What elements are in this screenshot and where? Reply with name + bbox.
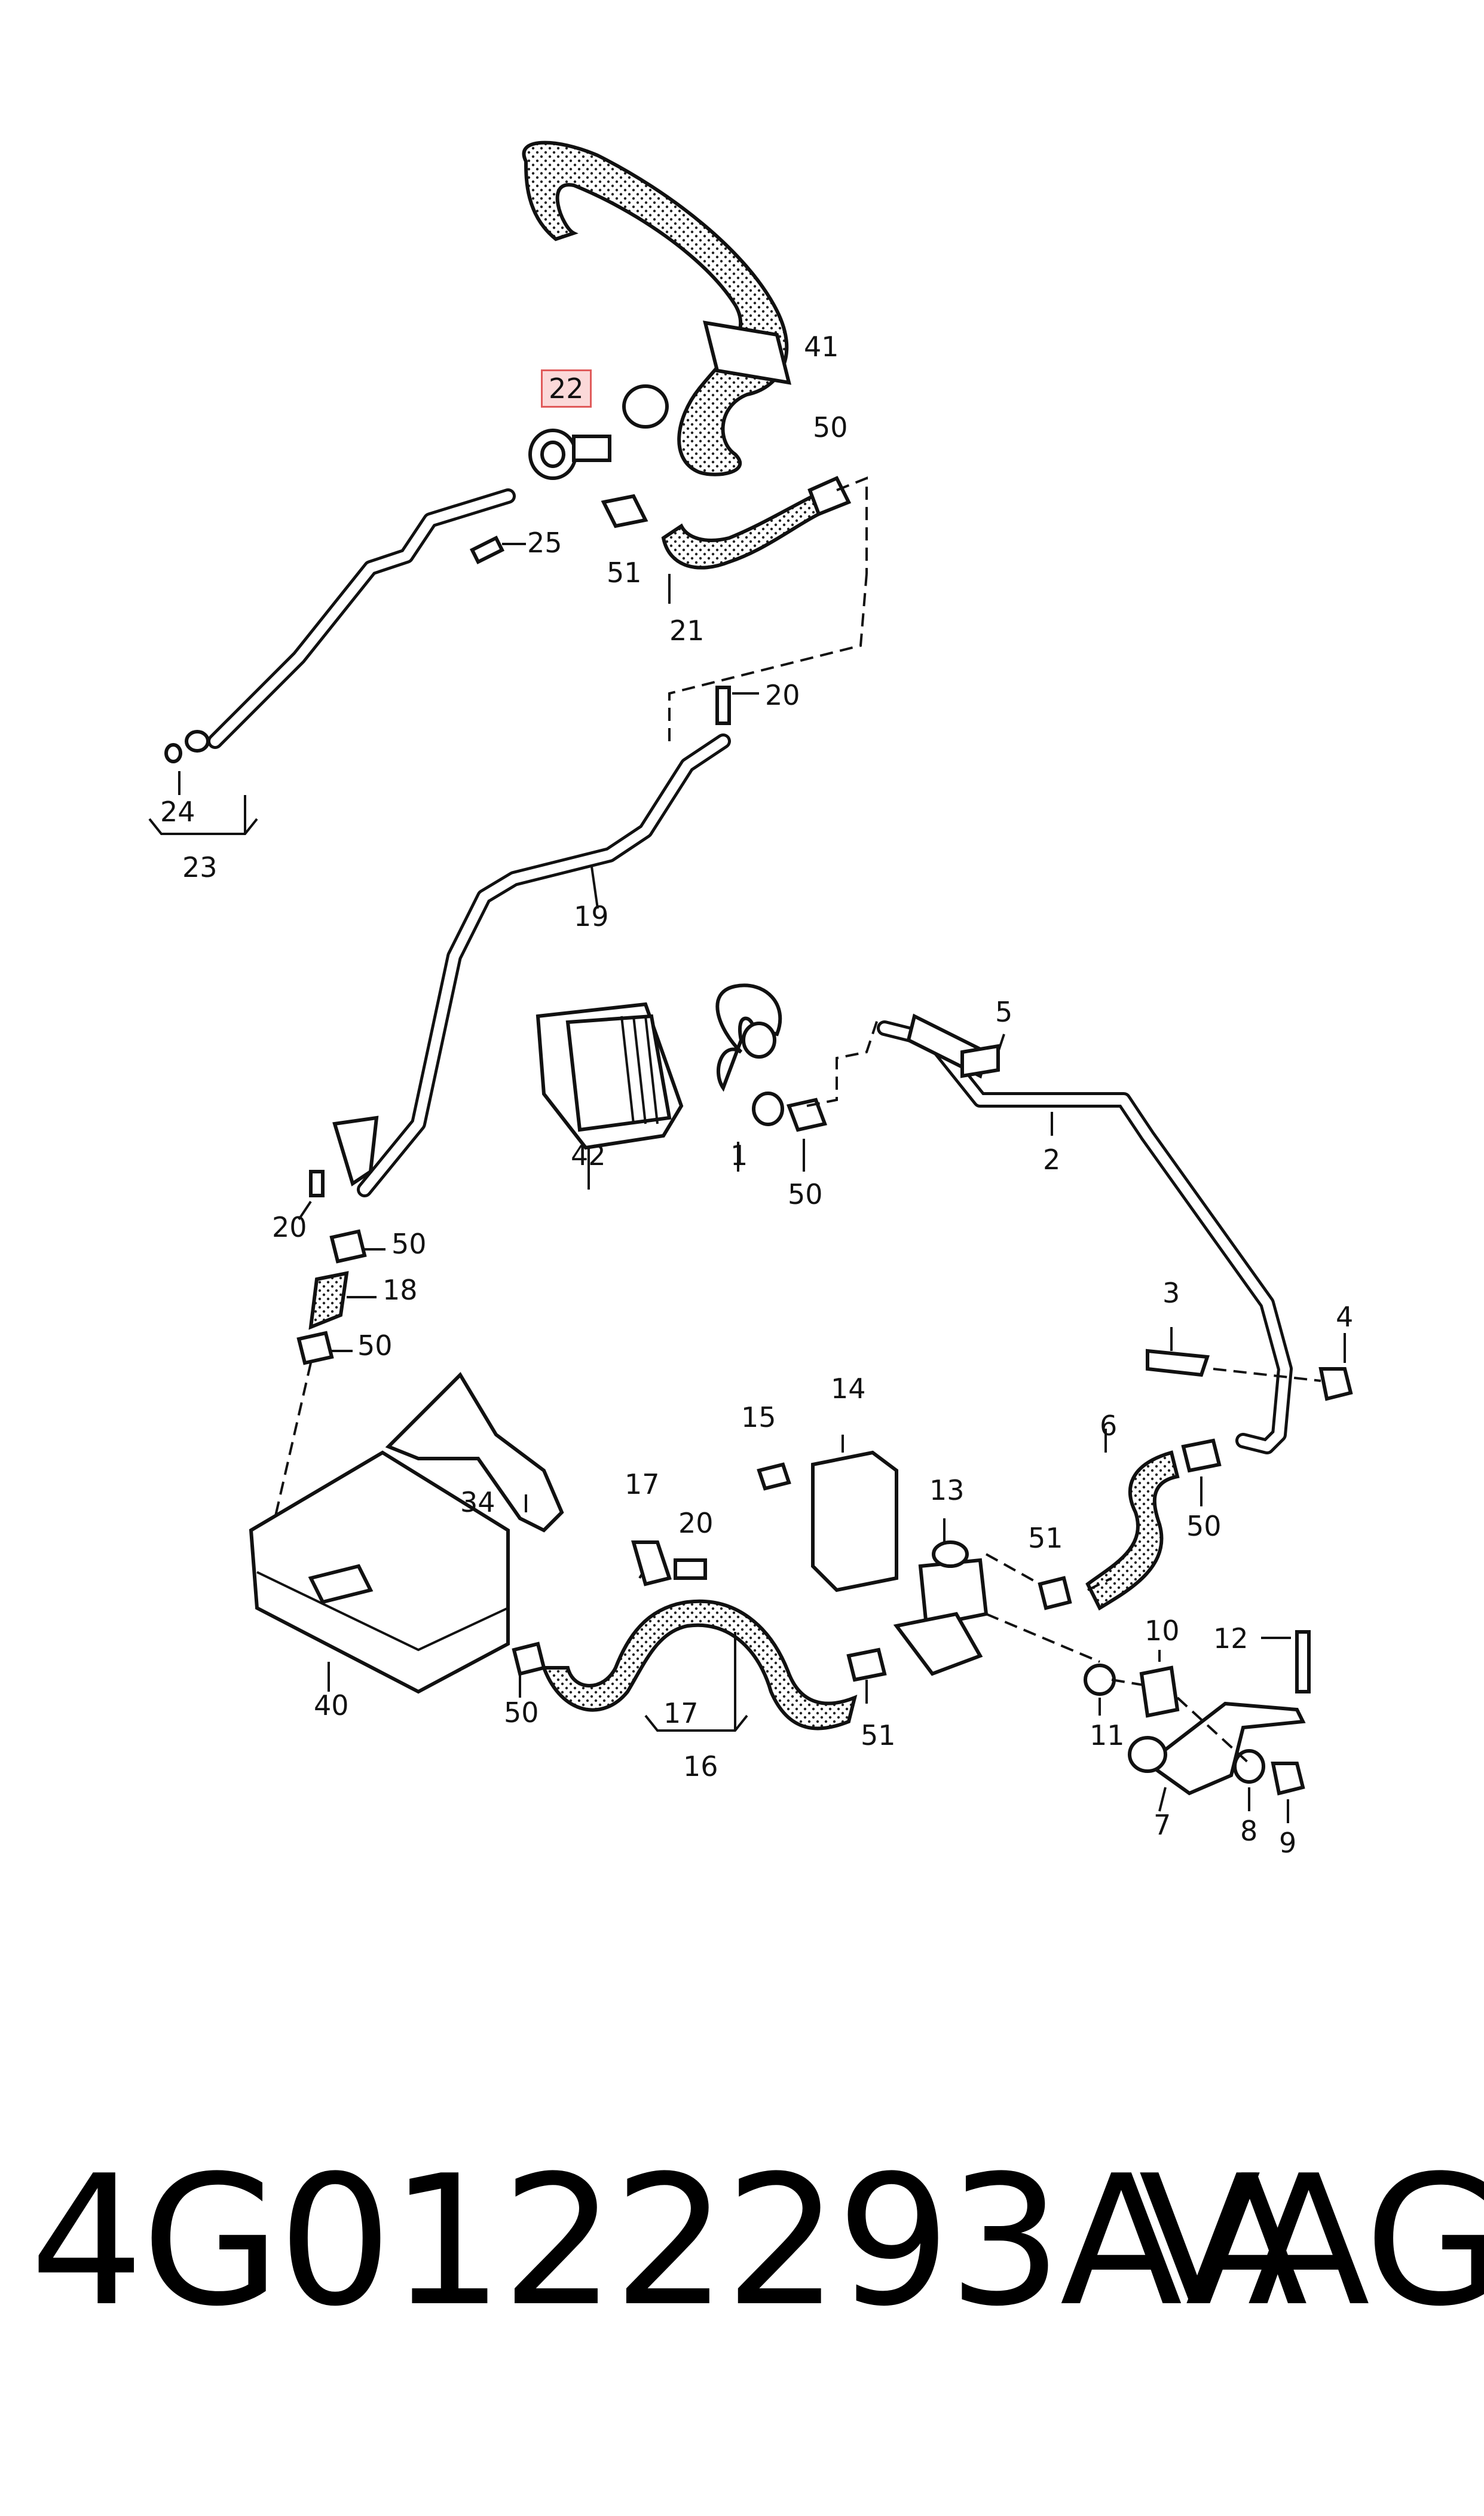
callout-15: 15 <box>741 1401 776 1433</box>
clamp-50e <box>1181 1438 1222 1473</box>
callout-34: 34 <box>460 1486 495 1518</box>
callout-3: 3 <box>1162 1277 1180 1309</box>
callout-4: 4 <box>1336 1301 1354 1333</box>
callout-24: 24 <box>160 796 195 828</box>
hose-1 <box>715 983 784 1126</box>
bracket-34 <box>385 1372 564 1533</box>
callout-50-right: 50 <box>1186 1510 1222 1542</box>
part-number: 4G0122293AA <box>30 2137 1308 2346</box>
bracket-17 <box>631 1540 672 1586</box>
callout-13: 13 <box>929 1474 965 1506</box>
parts-diagram <box>148 140 1353 1823</box>
callout-50-top: 50 <box>813 411 848 444</box>
pipe-19 <box>357 733 731 1197</box>
callout-6: 6 <box>1100 1410 1118 1442</box>
callout-18: 18 <box>383 1274 418 1306</box>
callout-51-bottom: 51 <box>861 1719 896 1751</box>
nut-4 <box>1318 1367 1353 1401</box>
bolt-20c <box>674 1558 707 1580</box>
clamp-50f <box>512 1641 546 1676</box>
brand-name: VAG <box>1139 2137 1484 2346</box>
callout-2: 2 <box>1043 1144 1061 1176</box>
callout-51-top: 51 <box>607 557 642 589</box>
callout-41: 41 <box>804 331 839 363</box>
callout-8: 8 <box>1240 1815 1258 1847</box>
hose-16 <box>541 1599 858 1731</box>
dash-19 <box>668 573 868 741</box>
callout-25: 25 <box>527 527 562 559</box>
footer: 4G0122293AA VAG <box>0 2128 1484 2379</box>
bolt-25 <box>469 535 505 565</box>
bolt-20b <box>309 1170 325 1197</box>
clamp-50b <box>786 1097 828 1132</box>
clamp-50a <box>807 476 852 516</box>
shield-14 <box>811 1450 898 1592</box>
callout-16: 16 <box>683 1750 718 1783</box>
callout-51-right: 51 <box>1028 1522 1063 1554</box>
callout-50-mid: 50 <box>788 1178 823 1210</box>
bolt-5 <box>960 1044 1000 1078</box>
callout-20-top: 20 <box>765 679 800 711</box>
callout-17-top: 17 <box>625 1468 660 1500</box>
oil-cooler-42 <box>536 1002 684 1150</box>
hose-41 <box>522 140 792 476</box>
callout-20-bottom: 20 <box>678 1507 714 1539</box>
callout-23: 23 <box>182 851 218 883</box>
callout-50-left-b: 50 <box>357 1329 393 1362</box>
callout-14: 14 <box>831 1372 866 1405</box>
callout-50-left-a: 50 <box>391 1228 427 1260</box>
valve-13 <box>893 1540 989 1676</box>
clamp-50d <box>296 1331 334 1365</box>
hose-21 <box>661 493 821 570</box>
callout-1: 1 <box>730 1139 748 1172</box>
callout-20-left: 20 <box>272 1211 307 1243</box>
hose-6 <box>1085 1450 1180 1611</box>
callout-50-bottom: 50 <box>504 1696 539 1729</box>
bolt-15 <box>757 1462 791 1491</box>
clamp-51a <box>601 494 648 528</box>
callout-19: 19 <box>574 900 609 933</box>
callout-10: 10 <box>1145 1615 1180 1647</box>
callout-42: 42 <box>571 1139 606 1172</box>
callout-22-highlighted: 22 <box>541 369 592 408</box>
bracket-20b <box>332 1115 379 1187</box>
callout-12: 12 <box>1213 1622 1249 1655</box>
cooler-40 <box>249 1450 510 1694</box>
callout-40: 40 <box>314 1689 349 1722</box>
clamp-51c <box>846 1647 887 1682</box>
bolt-3 <box>1146 1349 1210 1377</box>
connector-22 <box>528 384 669 480</box>
clamp-51b <box>1038 1576 1072 1610</box>
pipe-2 <box>877 1013 1293 1454</box>
callout-9: 9 <box>1279 1827 1297 1859</box>
callout-5: 5 <box>995 996 1013 1028</box>
mount-assembly <box>1084 1630 1311 1796</box>
callout-17-bottom: 17 <box>663 1697 699 1729</box>
callout-11: 11 <box>1090 1719 1125 1751</box>
callout-7: 7 <box>1153 1809 1171 1841</box>
bolt-20a <box>715 686 731 725</box>
clamp-50c <box>329 1229 367 1264</box>
callout-21: 21 <box>669 615 705 647</box>
pipe-23 <box>164 488 516 763</box>
hose-18 <box>308 1271 349 1330</box>
